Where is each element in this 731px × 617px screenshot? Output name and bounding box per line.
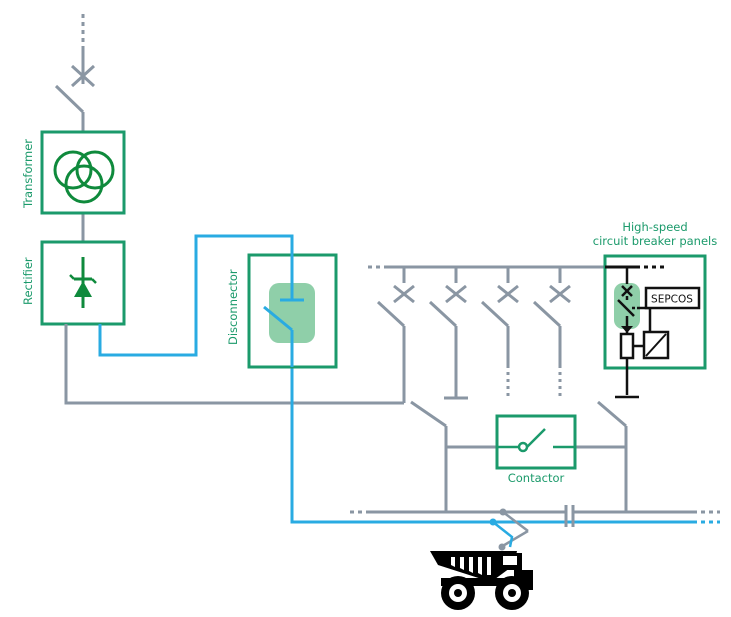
feeder-breaker-1 (376, 267, 415, 403)
rectifier-panel (40, 240, 126, 326)
sepcos-label: SEPCOS (651, 294, 693, 306)
incoming-feeder (54, 14, 96, 242)
mining-truck-icon (430, 551, 533, 610)
pantograph-joint (498, 543, 506, 551)
pantograph-contact-gray (499, 508, 507, 516)
transformer-icon (53, 150, 115, 204)
hscb-label-line2: circuit breaker panels (593, 234, 717, 248)
transformer-panel (40, 130, 126, 215)
contactor-circuit (410, 400, 628, 512)
pantograph-blue (492, 521, 514, 548)
feeder-breaker-2 (428, 267, 468, 400)
disconnector-label: Disconnector (226, 269, 240, 345)
hscb-label-line1: High-speed (622, 220, 687, 234)
feeder-breaker-3 (480, 267, 519, 396)
contactor-label: Contactor (508, 471, 565, 485)
disconnector-panel (247, 236, 338, 369)
pantograph (500, 511, 529, 549)
rectifier-label: Rectifier (21, 257, 35, 305)
hscb-panel: SEPCOS (603, 254, 707, 399)
sepcos-box (644, 286, 701, 310)
trolley-line-return (350, 505, 720, 527)
feeder-breaker-4 (532, 267, 571, 396)
pantograph-contact-blue (489, 518, 497, 526)
hscb-switch-fill (614, 283, 640, 329)
positive-feed-line (98, 234, 693, 524)
disconnector-switch-fill (269, 283, 315, 343)
rectifier-diode-icon (69, 257, 97, 308)
transformer-label: Transformer (21, 139, 35, 209)
contactor-panel (495, 414, 577, 470)
